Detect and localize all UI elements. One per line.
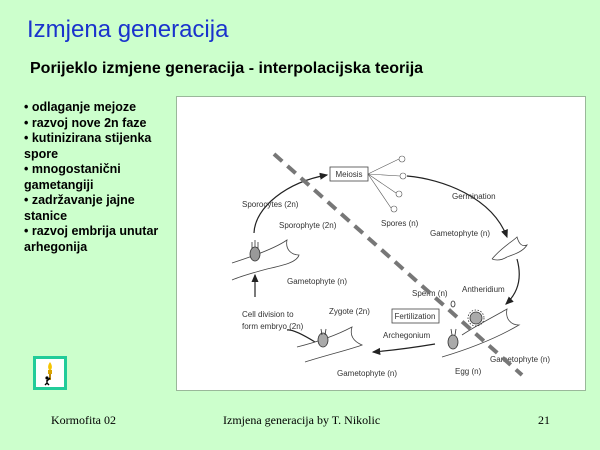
gametophyte-label: Gametophyte (n)	[490, 355, 550, 364]
sporophyte-icon	[249, 240, 261, 262]
life-cycle-diagram: Meiosis Fertilizati	[176, 96, 586, 391]
footer-left: Kormofita 02	[51, 413, 116, 427]
action-button[interactable]	[33, 356, 67, 390]
antheridium-label: Antheridium	[462, 285, 505, 294]
cell-division-label: Cell division to	[242, 310, 294, 319]
bullet-item: zadržavanje jajne stanice	[24, 193, 174, 224]
bullet-item: razvoj embrija unutar arhegonija	[24, 224, 174, 255]
archegonium-egg-icon	[447, 300, 485, 350]
gametophyte-sketches	[231, 236, 528, 363]
sporophyte-label: Sporophyte (2n)	[279, 221, 337, 230]
footer-center: Izmjena generacija by T. Nikolic	[223, 413, 381, 427]
zygote-icon	[317, 328, 329, 348]
gametophyte-label: Gametophyte (n)	[287, 277, 347, 286]
bullet-list: odlaganje mejoze razvoj nove 2n faze kut…	[24, 100, 174, 255]
interpolation-dashed-line	[272, 152, 524, 377]
meiosis-label: Meiosis	[335, 170, 362, 179]
bullet-item: mnogostanični gametangiji	[24, 162, 174, 193]
cell-division-label: form embryo (2n)	[242, 322, 304, 331]
torch-bearer-icon	[44, 362, 52, 386]
page-number: 21	[538, 413, 550, 427]
bullet-item: razvoj nove 2n faze	[24, 116, 174, 132]
gametophyte-label: Gametophyte (n)	[337, 369, 397, 378]
bullet-item: kutinizirana stijenka spore	[24, 131, 174, 162]
archegonium-label: Archegonium	[383, 331, 430, 340]
sperm-label: Sperm (n)	[412, 289, 448, 298]
bullet-item: odlaganje mejoze	[24, 100, 174, 116]
fertilization-label: Fertilization	[395, 312, 436, 321]
sporocytes-label: Sporocytes (2n)	[242, 200, 299, 209]
cycle-arrows	[251, 172, 520, 355]
egg-label: Egg (n)	[455, 367, 482, 376]
slide-subtitle: Porijeklo izmjene generacija - interpola…	[30, 60, 424, 77]
spores-label: Spores (n)	[381, 219, 419, 228]
spores-icon	[367, 155, 407, 213]
zygote-label: Zygote (2n)	[329, 307, 370, 316]
gametophyte-label: Gametophyte (n)	[430, 229, 490, 238]
slide-title: Izmjena generacija	[27, 16, 229, 43]
germination-label: Germination	[452, 192, 496, 201]
